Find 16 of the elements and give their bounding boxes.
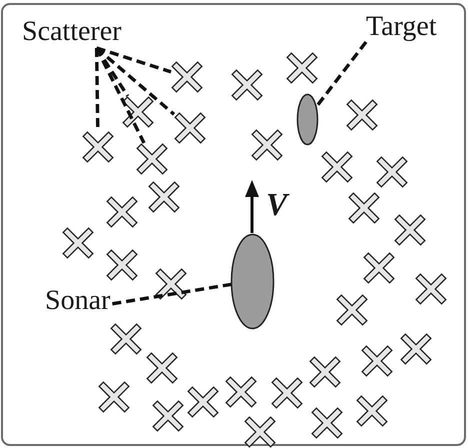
leader-line	[96, 46, 172, 74]
leader-line	[95, 47, 146, 144]
leader-line	[96, 46, 176, 116]
cross-icon	[82, 131, 114, 163]
target-ellipse	[296, 92, 318, 146]
callout-label: Scatterer	[22, 18, 122, 46]
callout-label: Target	[366, 13, 437, 41]
callout-label: Sonar	[45, 287, 110, 315]
velocity-label: V	[266, 188, 288, 220]
leader-line	[314, 40, 368, 108]
cross-icon	[122, 96, 154, 128]
leader-line	[112, 282, 232, 306]
sonar-ellipse	[230, 232, 274, 330]
cross-icon	[171, 61, 203, 93]
cross-icon	[136, 143, 168, 175]
cross-icon	[174, 112, 206, 144]
